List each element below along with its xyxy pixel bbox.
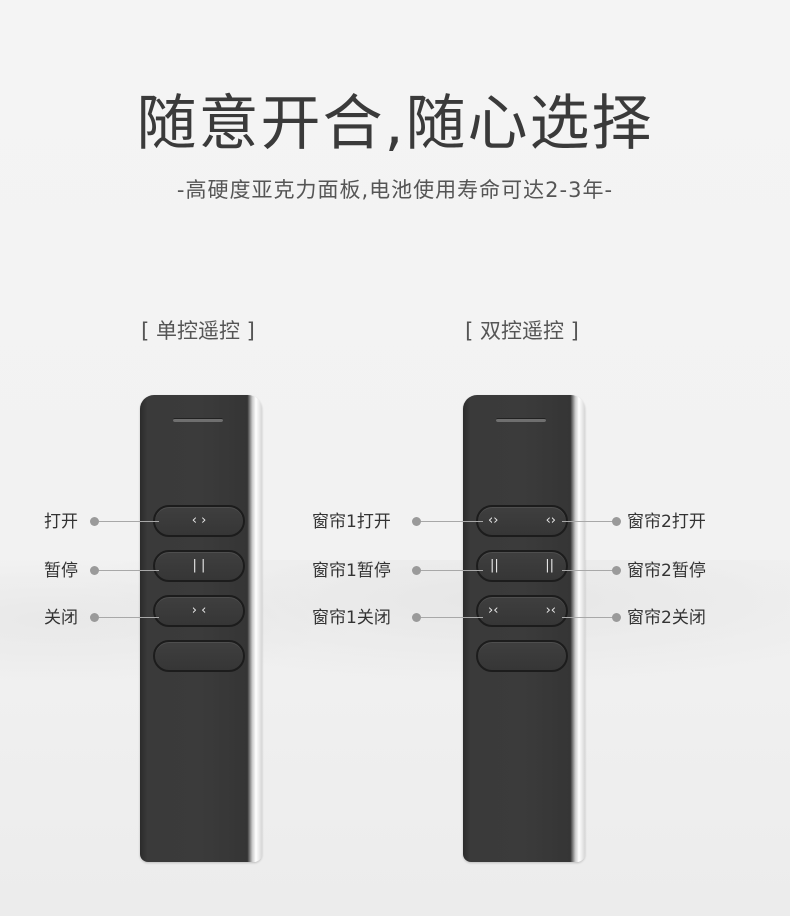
dual-pause-button[interactable]: || || — [476, 550, 568, 582]
curtain1-open-icon: ‹› — [488, 513, 499, 528]
indicator-slot — [173, 418, 223, 422]
dual-close-button[interactable]: ›‹ ›‹ — [476, 595, 568, 627]
single-pause-button[interactable]: | | — [153, 550, 245, 582]
curtain2-close-label: 窗帘2关闭 — [627, 608, 706, 628]
callout-dot — [90, 613, 99, 622]
single-close-button[interactable]: › ‹ — [153, 595, 245, 627]
curtain2-pause-label: 窗帘2暂停 — [627, 561, 706, 581]
pause-icon: | | — [192, 558, 206, 573]
single-close-label: 关闭 — [44, 608, 78, 628]
single-blank-button[interactable] — [153, 640, 245, 672]
callout-dot — [90, 517, 99, 526]
callout-line — [562, 617, 614, 618]
dual-open-button[interactable]: ‹› ‹› — [476, 505, 568, 537]
callout-line — [421, 521, 483, 522]
dual-remote: ‹› ‹› || || ›‹ ›‹ — [463, 395, 585, 862]
curtain1-close-label: 窗帘1关闭 — [312, 608, 391, 628]
callout-line — [421, 570, 483, 571]
curtain1-pause-label: 窗帘1暂停 — [312, 561, 391, 581]
callout-line — [562, 521, 614, 522]
page-title: 随意开合,随心选择 — [136, 89, 654, 159]
callout-dot — [612, 566, 621, 575]
callout-dot — [612, 613, 621, 622]
page-subtitle: -高硬度亚克力面板,电池使用寿命可达2-3年- — [176, 178, 614, 202]
curtain1-pause-icon: || — [490, 558, 499, 573]
callout-line — [421, 617, 483, 618]
curtain2-pause-icon: || — [545, 558, 554, 573]
curtain1-open-label: 窗帘1打开 — [312, 512, 391, 532]
callout-line — [562, 570, 614, 571]
single-remote-caption: [ 单控遥控 ] — [141, 319, 255, 343]
callout-dot — [612, 517, 621, 526]
callout-line — [99, 617, 159, 618]
curtain2-open-icon: ‹› — [545, 513, 556, 528]
single-open-button[interactable]: ‹ › — [153, 505, 245, 537]
single-open-label: 打开 — [44, 512, 78, 532]
callout-dot — [412, 566, 421, 575]
close-arrows-icon: › ‹ — [191, 603, 207, 618]
callout-dot — [90, 566, 99, 575]
callout-dot — [412, 517, 421, 526]
single-remote: ‹ › | | › ‹ — [140, 395, 262, 862]
dual-blank-button[interactable] — [476, 640, 568, 672]
callout-line — [99, 521, 159, 522]
single-pause-label: 暂停 — [44, 561, 78, 581]
curtain1-close-icon: ›‹ — [488, 603, 499, 618]
dual-remote-caption: [ 双控遥控 ] — [465, 319, 579, 343]
curtain2-open-label: 窗帘2打开 — [627, 512, 706, 532]
callout-dot — [412, 613, 421, 622]
open-arrows-icon: ‹ › — [191, 513, 207, 528]
curtain2-close-icon: ›‹ — [545, 603, 556, 618]
indicator-slot — [496, 418, 546, 422]
callout-line — [99, 570, 159, 571]
